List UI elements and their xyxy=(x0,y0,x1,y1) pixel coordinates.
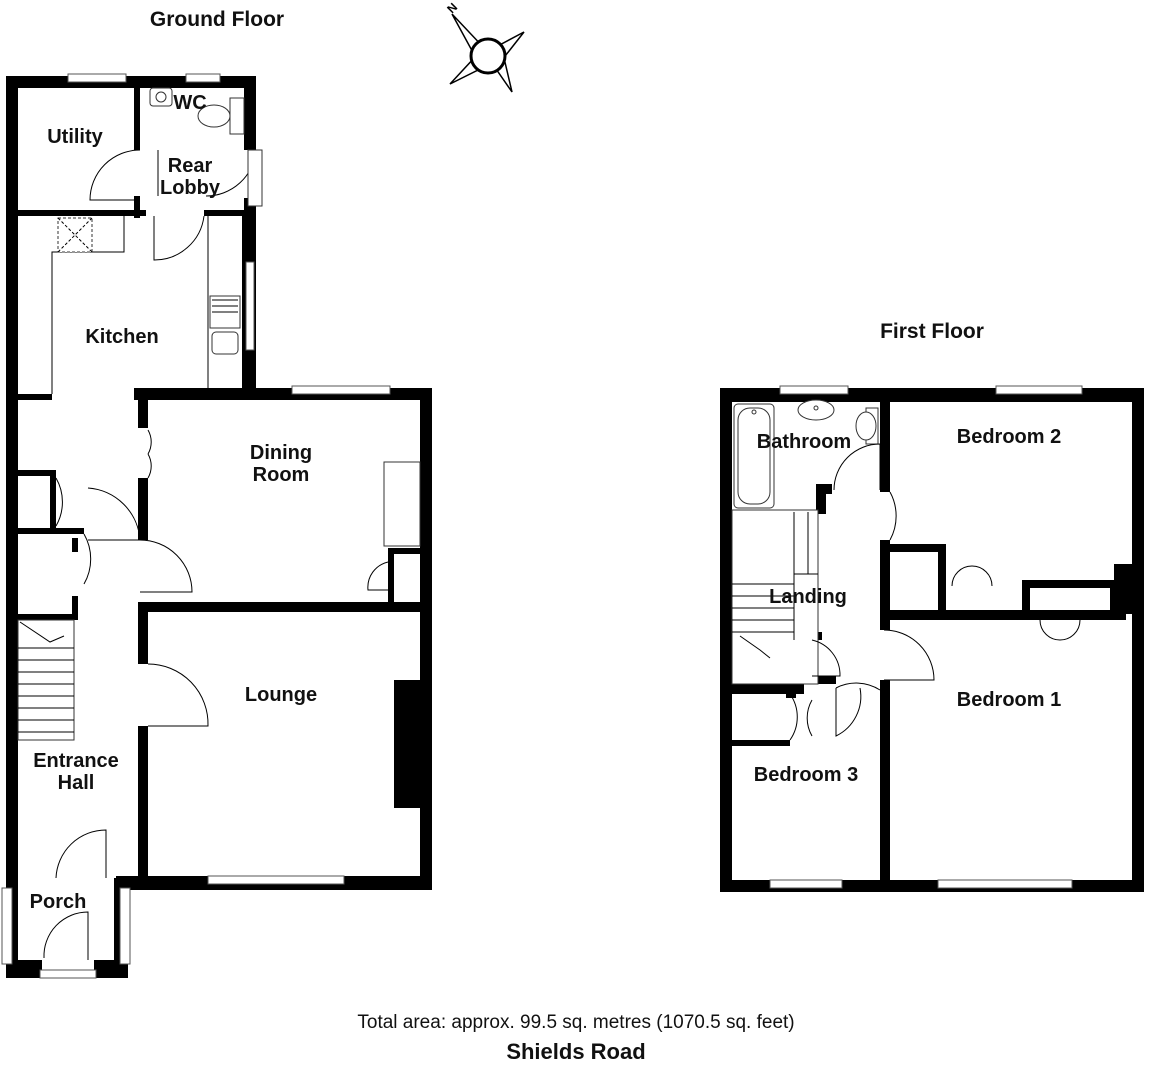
room-label-kitchen: Kitchen xyxy=(85,326,158,348)
room-label-lounge: Lounge xyxy=(245,684,317,706)
room-label-bathroom: Bathroom xyxy=(757,431,851,453)
room-label-bedroom-3: Bedroom 3 xyxy=(754,764,858,786)
ground-floor-fixtures xyxy=(17,87,421,741)
total-area-text: Total area: approx. 99.5 sq. metres (107… xyxy=(357,1012,795,1033)
room-label-bedroom-2: Bedroom 2 xyxy=(957,426,1061,448)
room-label-utility: Utility xyxy=(47,126,103,148)
ground-floor-doors xyxy=(43,149,389,960)
room-label-entrance-hall-line2: Hall xyxy=(58,772,95,794)
compass-icon: N xyxy=(444,0,525,93)
room-label-wc: WC xyxy=(173,92,206,114)
first-floor-windows xyxy=(769,385,1083,889)
room-label-landing: Landing xyxy=(769,586,847,608)
room-label-rear-lobby-line2: Lobby xyxy=(160,177,221,199)
first-floor-title: First Floor xyxy=(880,320,984,343)
room-label-entrance-hall-line1: Entrance xyxy=(33,750,119,772)
address-title: Shields Road xyxy=(506,1039,646,1064)
compass-north-letter: N xyxy=(444,0,460,16)
room-label-dining-line1: Dining xyxy=(250,442,312,464)
room-label-porch: Porch xyxy=(30,891,87,913)
ground-floor-title: Ground Floor xyxy=(150,8,284,31)
room-label-bedroom-1: Bedroom 1 xyxy=(957,689,1061,711)
room-labels: Utility WC Rear Lobby Kitchen Dining Roo… xyxy=(30,92,1062,913)
room-label-rear-lobby-line1: Rear xyxy=(168,155,213,177)
ground-floor-windows xyxy=(1,73,391,979)
first-floor-doors xyxy=(789,443,1081,741)
room-label-dining-line2: Room xyxy=(253,464,310,486)
ground-floor-walls xyxy=(6,76,432,978)
first-floor-fixtures xyxy=(731,399,879,685)
